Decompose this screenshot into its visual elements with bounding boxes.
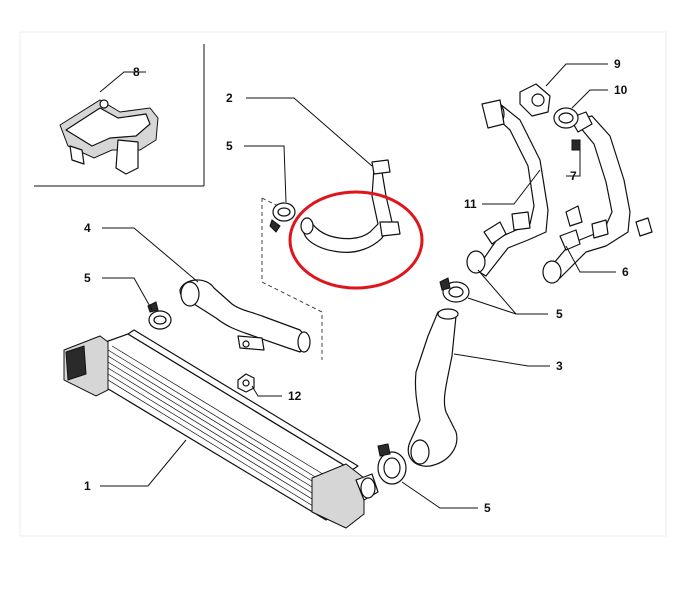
- part-5-clamp-c: [439, 277, 470, 303]
- part-7-clip: [571, 139, 581, 151]
- part-5-clamp-a: [147, 301, 172, 330]
- part-3-hose: [407, 308, 459, 467]
- callout-10: 10: [614, 83, 628, 97]
- callout-6: 6: [622, 265, 629, 279]
- leader-lines: [99, 63, 616, 509]
- part-2-hose: [300, 159, 401, 253]
- callout-5: 5: [84, 271, 91, 285]
- callout-12: 12: [288, 389, 302, 403]
- callout-5: 5: [226, 139, 233, 153]
- callout-2: 2: [226, 91, 233, 105]
- intercooler-fins: [107, 345, 337, 515]
- callout-1: 1: [84, 479, 91, 493]
- highlight-ring: [288, 190, 424, 290]
- callout-3: 3: [556, 359, 563, 373]
- dashed-group-box: [261, 197, 323, 360]
- part-4-hose: [179, 279, 311, 353]
- callout-5: 5: [556, 307, 563, 321]
- callout-7: 7: [570, 169, 577, 183]
- callout-9: 9: [614, 57, 621, 71]
- part-9-sensor: [519, 83, 551, 117]
- part-8-bracket: [59, 99, 159, 175]
- part-11-pipe: [466, 99, 583, 277]
- callout-5: 5: [484, 501, 491, 515]
- callout-11: 11: [464, 197, 477, 211]
- part-5-clamp-d: [377, 443, 407, 485]
- part-10-clamp: [553, 107, 579, 129]
- part-5-clamp-b: [269, 202, 296, 233]
- part-1-intercooler: [63, 329, 379, 529]
- callout-labels: 8 2 5 4 5 9 10 7 11 6 5 3 12 1 5: [84, 57, 629, 515]
- callout-8: 8: [133, 65, 140, 79]
- part-12-nut: [237, 373, 255, 393]
- callout-4: 4: [84, 221, 91, 235]
- inset-box: [34, 44, 205, 187]
